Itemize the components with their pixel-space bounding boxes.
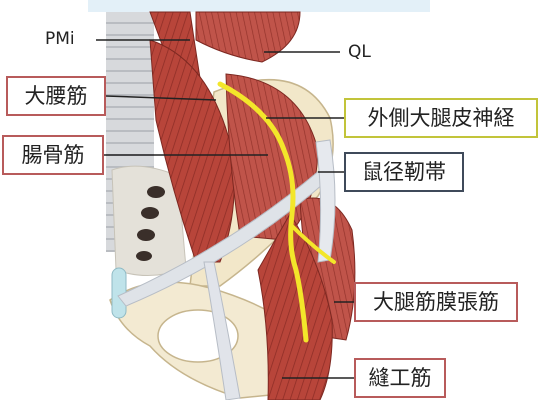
- label-pmi: PMi: [45, 29, 75, 49]
- sacral-foramina: [136, 186, 165, 261]
- label-inguinal-ligament: 鼠径靭帯: [344, 152, 464, 192]
- quadratus-lumborum: [195, 11, 301, 63]
- leader-lines: [96, 39, 354, 379]
- label-psoas-major: 大腰筋: [6, 76, 106, 116]
- sartorius-muscle: [257, 213, 333, 400]
- label-iliacus: 腸骨筋: [2, 135, 104, 175]
- nerve-branch: [290, 224, 336, 264]
- label-lateral-femoral-cutaneous-nerve: 外側大腿皮神経: [344, 98, 538, 138]
- lateral-femoral-cutaneous-nerve: [217, 81, 309, 343]
- psoas-tendon: [203, 261, 241, 400]
- leader-psoas-major: [105, 95, 217, 101]
- label-ql: QL: [348, 42, 371, 62]
- psoas-major-muscle: [149, 39, 235, 263]
- label-tensor-fasciae-latae: 大腿筋膜張筋: [354, 282, 518, 322]
- top-caption-band: [88, 0, 430, 12]
- label-sartorius: 縫工筋: [354, 358, 446, 398]
